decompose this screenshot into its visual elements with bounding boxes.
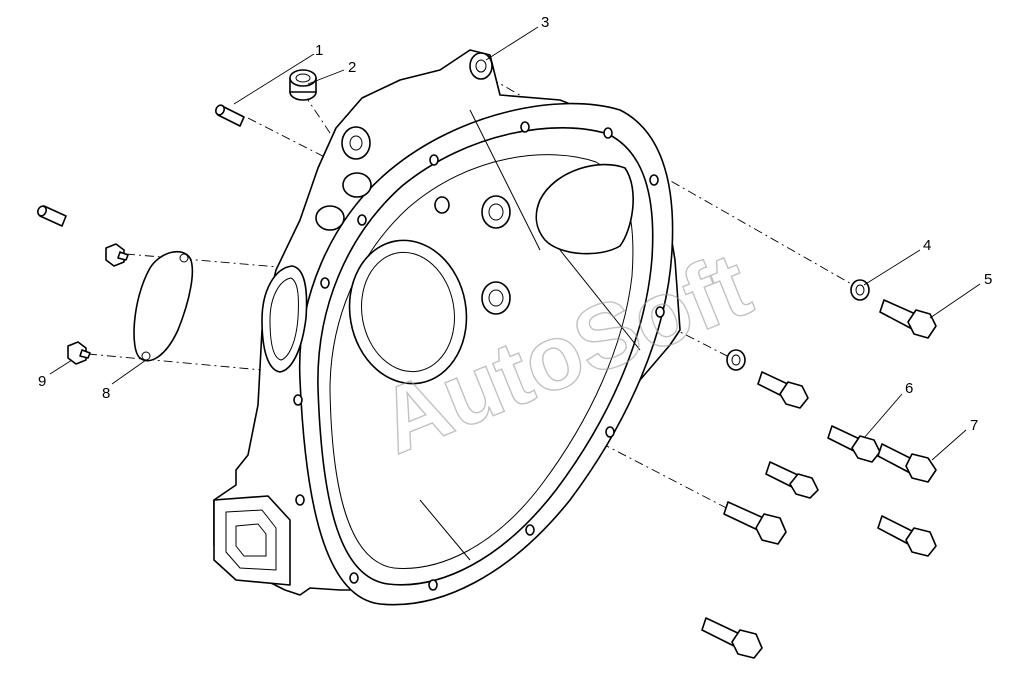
small-flange-bolt-lower <box>67 341 91 365</box>
callout-1: 1 <box>315 42 323 59</box>
callout-8: 8 <box>102 385 110 402</box>
callout-6: 6 <box>905 380 913 397</box>
flange-bolt-a <box>765 461 819 499</box>
callout-labels: 1 2 3 4 5 6 7 8 9 <box>38 14 992 434</box>
leader-lines <box>49 26 981 461</box>
callout-9: 9 <box>38 373 46 390</box>
flywheel-housing <box>213 49 681 606</box>
washer-upper <box>850 279 870 301</box>
plug <box>289 69 317 101</box>
washer-lower <box>726 349 746 371</box>
callout-3: 3 <box>541 14 549 31</box>
flange-bolt-c <box>877 515 937 557</box>
callout-7: 7 <box>970 417 978 434</box>
hex-bolt-lower <box>757 371 809 409</box>
flange-bolt-d <box>701 617 763 659</box>
hex-bolt-upper <box>879 299 937 339</box>
dowel-pin-left <box>36 205 67 227</box>
cover-plate <box>133 250 194 362</box>
flange-bolt-6 <box>827 425 881 463</box>
flange-bolt-b <box>723 501 787 545</box>
small-flange-bolt-upper <box>105 243 129 267</box>
flange-bolt-holes <box>293 121 665 591</box>
callout-5: 5 <box>984 271 992 288</box>
flange-bolt-7 <box>877 443 937 483</box>
callout-2: 2 <box>348 59 356 76</box>
dowel-pin-upper <box>214 104 245 127</box>
callout-4: 4 <box>923 237 931 254</box>
